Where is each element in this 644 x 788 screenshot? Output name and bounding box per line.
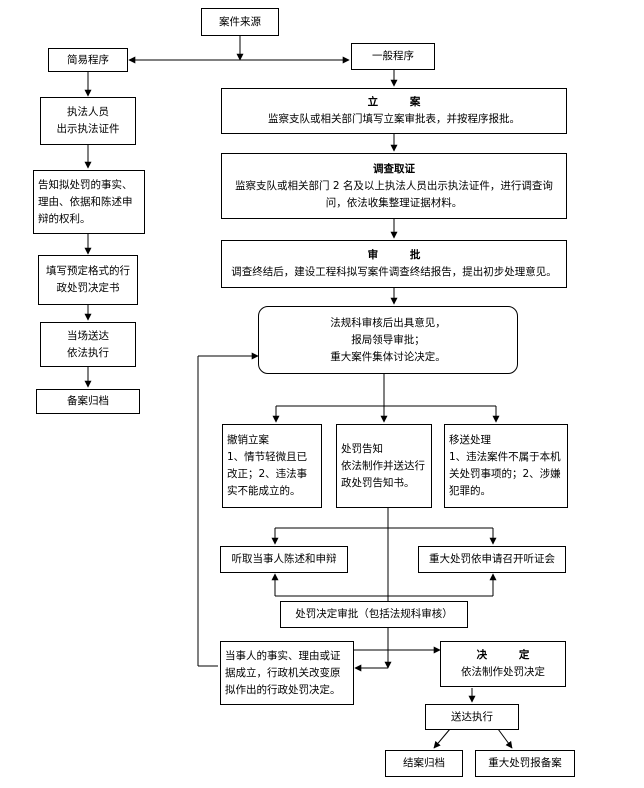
legal-review-box: 法规科审核后出具意见， 报局领导审批； 重大案件集体讨论决定。: [258, 306, 518, 374]
arrow-execute-to-close: [433, 728, 451, 749]
approve-box: 审 批 调查终结后，建设工程科拟写案件调查终结报告，提出初步处理意见。: [221, 240, 567, 288]
investigate-title: 调查取证: [373, 162, 415, 175]
revoke-filing-box: 撤销立案 1、情节轻微且已改正；2、违法事实不能成立的。: [222, 424, 322, 508]
simple-procedure-box: 简易程序: [48, 48, 128, 72]
archive-label: 备案归档: [67, 395, 109, 407]
fill-form-box: 填写预定格式的行政处罚决定书: [38, 255, 138, 305]
penalty-notice-text: 依法制作并送达行政处罚告知书。: [341, 459, 425, 489]
transfer-text: 1、违法案件不属于本机关处罚事项的；2、涉嫌犯罪的。: [449, 451, 561, 497]
transfer-title: 移送处理: [449, 434, 491, 446]
close-archive-box: 结案归档: [385, 750, 463, 777]
hear-defense-box: 听取当事人陈述和申辩: [220, 546, 348, 573]
hearing-label: 重大处罚依申请召开听证会: [429, 553, 555, 565]
decide-title: 决 定: [476, 649, 544, 661]
case-source-label: 案件来源: [219, 15, 261, 28]
hearing-box: 重大处罚依申请召开听证会: [418, 546, 566, 573]
decide-text: 依法制作处罚决定: [461, 666, 545, 678]
penalty-notice-title: 处罚告知: [341, 442, 383, 455]
simple-procedure-label: 简易程序: [67, 53, 109, 66]
fill-form-text: 填写预定格式的行政处罚决定书: [46, 265, 130, 294]
approve-title: 审 批: [367, 249, 435, 261]
filing-text: 监察支队或相关部门填写立案审批表，并按程序报批。: [268, 113, 520, 125]
revoke-filing-title: 撤销立案: [227, 434, 269, 446]
legal-review-line-2: 报局领导审批；: [351, 333, 425, 346]
execute-label: 送达执行: [451, 710, 493, 723]
deliver-box: 当场送达 依法执行: [40, 322, 136, 367]
deliver-line-2: 依法执行: [67, 346, 109, 359]
change-decision-text: 当事人的事实、理由或证据成立，行政机关改变原拟作出的行政处罚决定。: [225, 649, 341, 696]
legal-review-line-3: 重大案件集体讨论决定。: [330, 350, 446, 363]
hear-defense-label: 听取当事人陈述和申辩: [231, 553, 337, 565]
case-source-box: 案件来源: [201, 8, 279, 36]
major-record-label: 重大处罚报备案: [488, 757, 562, 769]
general-procedure-label: 一般程序: [372, 50, 414, 62]
show-id-line-1: 执法人员: [67, 106, 109, 118]
change-decision-box: 当事人的事实、理由或证据成立，行政机关改变原拟作出的行政处罚决定。: [220, 641, 354, 705]
approve-text: 调查终结后，建设工程科拟写案件调查终结报告，提出初步处理意见。: [231, 266, 557, 278]
filing-box: 立 案 监察支队或相关部门填写立案审批表，并按程序报批。: [221, 88, 567, 134]
archive-box: 备案归档: [36, 389, 140, 414]
general-procedure-box: 一般程序: [351, 43, 435, 70]
inform-rights-text: 告知拟处罚的事实、理由、依据和陈述申辩的权利。: [38, 178, 133, 225]
show-id-box: 执法人员 出示执法证件: [40, 97, 136, 145]
decision-approve-label: 处罚决定审批（包括法规科审核）: [295, 608, 453, 620]
decision-approve-box: 处罚决定审批（包括法规科审核）: [280, 601, 468, 628]
investigate-box: 调查取证 监察支队或相关部门 2 名及以上执法人员出示执法证件，进行调查询问，依…: [221, 153, 567, 219]
execute-box: 送达执行: [425, 704, 519, 730]
legal-review-line-1: 法规科审核后出具意见，: [330, 316, 446, 329]
filing-title: 立 案: [367, 96, 435, 108]
investigate-text: 监察支队或相关部门 2 名及以上执法人员出示执法证件，进行调查询问，依法收集整理…: [235, 179, 553, 209]
transfer-box: 移送处理 1、违法案件不属于本机关处罚事项的；2、涉嫌犯罪的。: [444, 424, 568, 508]
decide-box: 决 定 依法制作处罚决定: [440, 641, 566, 687]
close-archive-label: 结案归档: [403, 757, 445, 769]
arrow-execute-to-record: [497, 728, 513, 749]
penalty-notice-box: 处罚告知 依法制作并送达行政处罚告知书。: [336, 424, 432, 508]
show-id-line-2: 出示执法证件: [56, 123, 120, 135]
deliver-line-1: 当场送达: [67, 329, 109, 342]
revoke-filing-text: 1、情节轻微且已改正；2、违法事实不能成立的。: [227, 451, 308, 497]
inform-rights-box: 告知拟处罚的事实、理由、依据和陈述申辩的权利。: [33, 170, 145, 234]
major-record-box: 重大处罚报备案: [475, 750, 575, 777]
